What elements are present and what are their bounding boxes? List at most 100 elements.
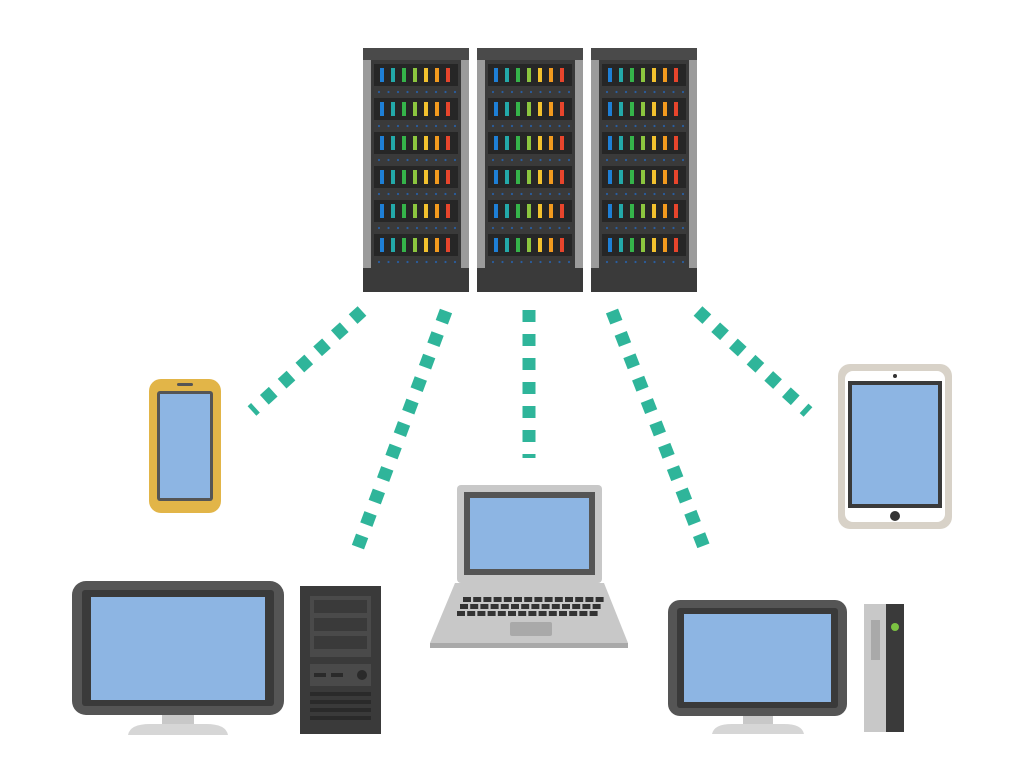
led-indicator	[380, 68, 384, 82]
led-indicator	[505, 238, 509, 252]
led-indicator	[608, 204, 612, 218]
led-indicator	[516, 102, 520, 116]
led-indicator	[402, 204, 406, 218]
led-indicator	[652, 136, 656, 150]
led-indicator	[494, 102, 498, 116]
led-indicator	[424, 238, 428, 252]
led-indicator	[641, 136, 645, 150]
led-indicator	[380, 136, 384, 150]
led-indicator	[619, 136, 623, 150]
led-indicator	[608, 68, 612, 82]
desktop-computer-icon	[72, 581, 381, 735]
led-indicator	[516, 68, 520, 82]
led-indicator	[619, 68, 623, 82]
led-indicator	[505, 136, 509, 150]
server-rack-icon	[591, 48, 697, 292]
led-indicator	[380, 102, 384, 116]
led-indicator	[674, 68, 678, 82]
led-indicator	[652, 204, 656, 218]
led-indicator	[413, 102, 417, 116]
keyboard-icon	[457, 597, 604, 616]
led-indicator	[413, 238, 417, 252]
led-indicator	[549, 68, 553, 82]
led-indicator	[413, 204, 417, 218]
led-indicator	[663, 102, 667, 116]
led-indicator	[424, 68, 428, 82]
led-indicator	[435, 136, 439, 150]
led-indicator	[560, 204, 564, 218]
led-indicator	[424, 204, 428, 218]
led-indicator	[505, 204, 509, 218]
led-indicator	[608, 136, 612, 150]
led-indicator	[641, 170, 645, 184]
led-indicator	[630, 170, 634, 184]
led-indicator	[674, 102, 678, 116]
led-indicator	[402, 238, 406, 252]
led-indicator	[505, 102, 509, 116]
led-indicator	[538, 204, 542, 218]
led-indicator	[391, 238, 395, 252]
led-indicator	[446, 102, 450, 116]
connection-slim-desktop	[605, 308, 714, 558]
led-indicator	[494, 68, 498, 82]
led-indicator	[527, 136, 531, 150]
led-indicator	[641, 102, 645, 116]
led-indicator	[630, 204, 634, 218]
led-indicator	[527, 68, 531, 82]
led-indicator	[516, 170, 520, 184]
led-indicator	[560, 102, 564, 116]
led-indicator	[516, 204, 520, 218]
led-indicator	[608, 238, 612, 252]
led-indicator	[446, 238, 450, 252]
led-indicator	[549, 204, 553, 218]
led-indicator	[619, 170, 623, 184]
slim-desktop-icon	[668, 600, 904, 734]
tablet-icon	[838, 364, 952, 529]
power-led-icon	[891, 623, 899, 631]
led-indicator	[641, 204, 645, 218]
laptop-icon	[430, 485, 628, 648]
led-indicator	[446, 170, 450, 184]
server-racks	[363, 48, 697, 292]
led-indicator	[630, 136, 634, 150]
led-indicator	[549, 102, 553, 116]
led-indicator	[619, 238, 623, 252]
led-indicator	[435, 238, 439, 252]
slim-monitor-screen	[684, 614, 831, 702]
led-indicator	[527, 204, 531, 218]
connection-tablet	[693, 306, 813, 417]
led-indicator	[674, 204, 678, 218]
led-indicator	[608, 102, 612, 116]
led-indicator	[652, 102, 656, 116]
led-indicator	[527, 170, 531, 184]
led-indicator	[527, 238, 531, 252]
led-indicator	[652, 238, 656, 252]
led-indicator	[630, 102, 634, 116]
led-indicator	[652, 68, 656, 82]
led-indicator	[494, 170, 498, 184]
led-indicator	[505, 68, 509, 82]
led-indicator	[391, 204, 395, 218]
led-indicator	[413, 170, 417, 184]
led-indicator	[630, 68, 634, 82]
led-indicator	[435, 204, 439, 218]
led-indicator	[402, 136, 406, 150]
led-indicator	[391, 102, 395, 116]
led-indicator	[630, 238, 634, 252]
led-indicator	[663, 170, 667, 184]
server-rack-icon	[477, 48, 583, 292]
led-indicator	[424, 136, 428, 150]
led-indicator	[435, 68, 439, 82]
led-indicator	[549, 170, 553, 184]
connection-desktop	[348, 308, 453, 558]
led-indicator	[413, 136, 417, 150]
led-indicator	[663, 136, 667, 150]
led-indicator	[391, 136, 395, 150]
pc-tower-icon	[300, 586, 381, 734]
led-indicator	[560, 68, 564, 82]
led-indicator	[494, 204, 498, 218]
led-indicator	[560, 136, 564, 150]
led-indicator	[391, 68, 395, 82]
touchpad-icon	[510, 622, 552, 636]
